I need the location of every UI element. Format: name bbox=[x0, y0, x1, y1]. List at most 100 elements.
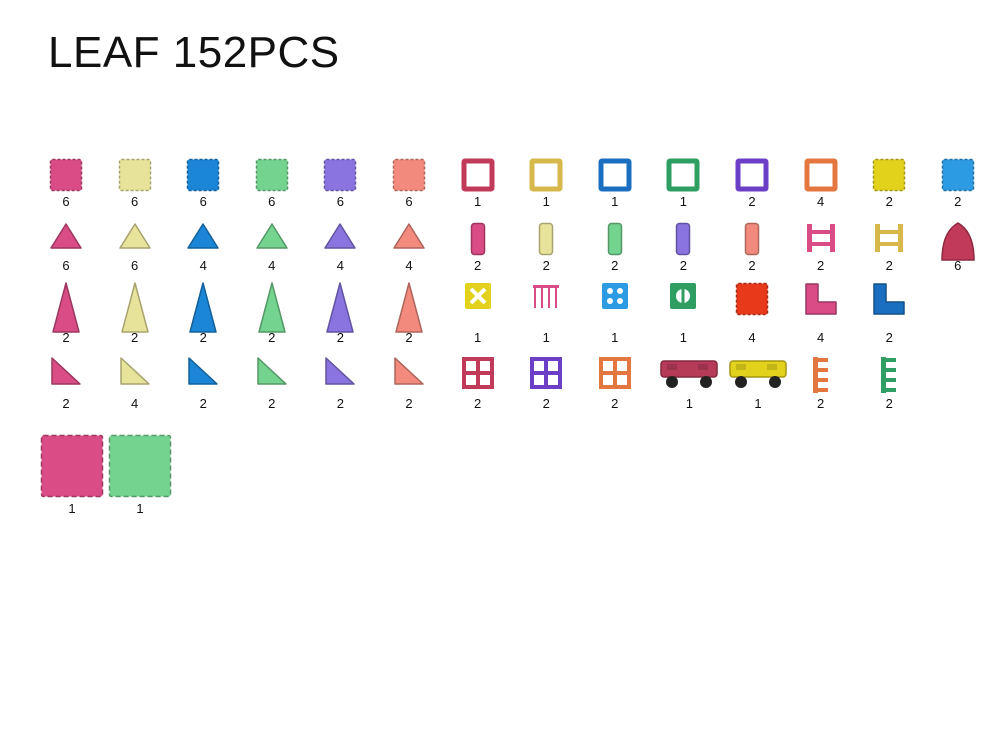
tall-triangle-tile-icon bbox=[257, 282, 287, 334]
piece-dot-tile: 1 bbox=[583, 282, 647, 348]
window-tile-icon bbox=[529, 356, 563, 390]
square-tile-icon bbox=[872, 158, 906, 192]
car-base-icon bbox=[658, 356, 720, 390]
triangle-tile-icon bbox=[49, 222, 83, 250]
triangle-tile-icon bbox=[186, 222, 220, 250]
piece-tall-triangle: 2 bbox=[308, 282, 372, 348]
piece-count: 2 bbox=[542, 258, 550, 273]
piece-arch: 6 bbox=[926, 222, 990, 276]
square-frame-icon bbox=[735, 158, 769, 192]
right-triangle-tile-icon bbox=[119, 356, 151, 386]
piece-count: 2 bbox=[885, 258, 893, 273]
dot-cutout-tile-icon bbox=[601, 282, 629, 310]
piece-tall-triangle: 2 bbox=[240, 282, 304, 348]
piece-count: 2 bbox=[816, 396, 825, 411]
rectangle-tile-icon bbox=[744, 222, 760, 256]
piece-x-tile: 1 bbox=[446, 282, 510, 348]
piece-right-triangle: 4 bbox=[103, 356, 167, 414]
piece-frame: 4 bbox=[789, 158, 853, 212]
piece-count: 2 bbox=[611, 396, 619, 411]
piece-window: 2 bbox=[514, 356, 578, 414]
ladder-tile-icon bbox=[805, 222, 837, 254]
piece-count: 4 bbox=[748, 330, 756, 345]
right-triangle-tile-icon bbox=[256, 356, 288, 386]
piece-count: 2 bbox=[405, 330, 413, 345]
square-tile-icon bbox=[392, 158, 426, 192]
ring-cutout-tile-icon bbox=[669, 282, 697, 310]
piece-tall-triangle: 2 bbox=[103, 282, 167, 348]
comb-tile-icon bbox=[879, 356, 899, 394]
piece-count: 6 bbox=[62, 194, 70, 209]
piece-count: 2 bbox=[611, 258, 619, 273]
piece-right-triangle: 2 bbox=[240, 356, 304, 414]
piece-square: 6 bbox=[377, 158, 441, 212]
rectangle-tile-icon bbox=[538, 222, 554, 256]
window-tile-icon bbox=[598, 356, 632, 390]
piece-count: 1 bbox=[473, 330, 482, 345]
piece-count: 2 bbox=[679, 258, 687, 273]
piece-count: 4 bbox=[816, 194, 825, 209]
piece-count: 6 bbox=[268, 194, 276, 209]
square-tile-icon bbox=[186, 158, 220, 192]
piece-square: 6 bbox=[308, 158, 372, 212]
piece-window: 2 bbox=[583, 356, 647, 414]
piece-count: 1 bbox=[611, 330, 619, 345]
square-tile-icon bbox=[49, 158, 83, 192]
piece-count: 2 bbox=[268, 330, 276, 345]
piece-count: 4 bbox=[130, 396, 139, 411]
large-square-tile-icon bbox=[108, 434, 172, 498]
piece-tall-triangle: 2 bbox=[171, 282, 235, 348]
right-triangle-tile-icon bbox=[50, 356, 82, 386]
piece-count: 6 bbox=[405, 194, 413, 209]
piece-square: 4 bbox=[720, 282, 784, 348]
piece-triangle: 6 bbox=[34, 222, 98, 276]
right-triangle-tile-icon bbox=[187, 356, 219, 386]
piece-count: 4 bbox=[816, 330, 825, 345]
piece-count: 2 bbox=[62, 396, 70, 411]
piece-count: 4 bbox=[336, 258, 344, 273]
square-tile-icon bbox=[735, 282, 769, 316]
piece-rect: 2 bbox=[720, 222, 784, 276]
piece-right-triangle: 2 bbox=[34, 356, 98, 414]
piece-tall-triangle: 2 bbox=[377, 282, 441, 348]
square-frame-icon bbox=[461, 158, 495, 192]
tall-triangle-tile-icon bbox=[394, 282, 424, 334]
piece-square: 6 bbox=[34, 158, 98, 212]
piece-count: 2 bbox=[885, 330, 893, 345]
piece-count: 6 bbox=[336, 194, 344, 209]
piece-ladder: 2 bbox=[857, 222, 921, 276]
right-triangle-tile-icon bbox=[324, 356, 356, 386]
page-title: LEAF 152PCS bbox=[48, 28, 340, 77]
piece-rect: 2 bbox=[583, 222, 647, 276]
car-base-icon bbox=[727, 356, 789, 390]
triangle-tile-icon bbox=[255, 222, 289, 250]
rectangle-tile-icon bbox=[675, 222, 691, 256]
piece-count: 1 bbox=[685, 396, 693, 411]
piece-count: 2 bbox=[268, 396, 276, 411]
piece-count: 2 bbox=[816, 258, 825, 273]
square-frame-icon bbox=[666, 158, 700, 192]
piece-count: 2 bbox=[130, 330, 139, 345]
piece-ladder: 2 bbox=[789, 222, 853, 276]
window-tile-icon bbox=[461, 356, 495, 390]
l-shape-tile-icon bbox=[804, 282, 838, 316]
piece-rect: 2 bbox=[446, 222, 510, 276]
comb-tile-icon bbox=[811, 356, 831, 394]
piece-triangle: 4 bbox=[377, 222, 441, 276]
piece-square: 2 bbox=[857, 158, 921, 212]
square-tile-icon bbox=[255, 158, 289, 192]
piece-count: 1 bbox=[68, 501, 76, 516]
piece-right-triangle: 2 bbox=[171, 356, 235, 414]
piece-triangle: 4 bbox=[308, 222, 372, 276]
piece-right-triangle: 2 bbox=[377, 356, 441, 414]
piece-ring-tile: 1 bbox=[651, 282, 715, 348]
piece-count: 1 bbox=[679, 330, 687, 345]
piece-square: 2 bbox=[926, 158, 990, 212]
piece-count: 6 bbox=[62, 258, 70, 273]
piece-car: 1 bbox=[657, 356, 721, 414]
piece-count: 2 bbox=[336, 396, 344, 411]
piece-frame: 1 bbox=[651, 158, 715, 212]
piece-frame: 1 bbox=[583, 158, 647, 212]
right-triangle-tile-icon bbox=[393, 356, 425, 386]
piece-count: 6 bbox=[954, 258, 962, 273]
